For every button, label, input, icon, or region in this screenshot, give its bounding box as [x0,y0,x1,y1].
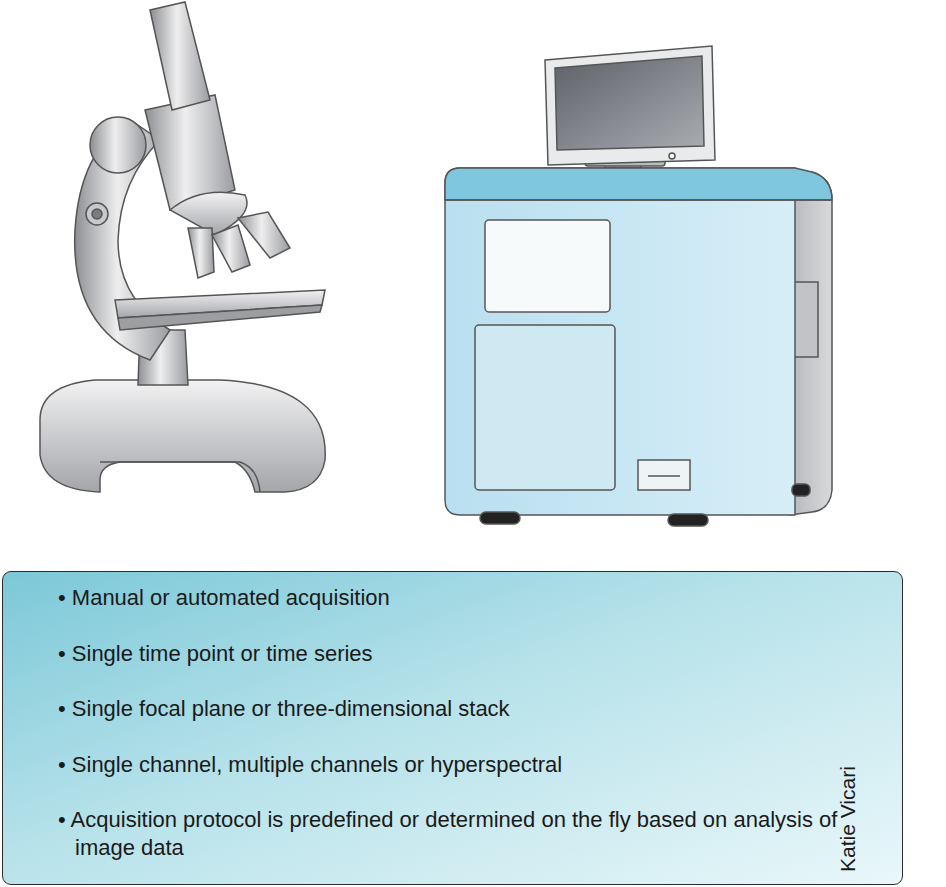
bullet-item: • Single focal plane or three-dimensiona… [58,695,882,723]
credit-label: Katie Vicari [836,766,860,872]
microscope [40,2,325,492]
bullet-item: • Single channel, multiple channels or h… [58,751,882,779]
bullet-item: • Single time point or time series [58,640,882,668]
list-panel: • Manual or automated acquisition • Singl… [2,571,903,885]
bullet-item: • Acquisition protocol is predefined or … [58,806,882,862]
bullet-item: • Manual or automated acquisition [58,584,882,612]
automated-imager [445,46,832,526]
